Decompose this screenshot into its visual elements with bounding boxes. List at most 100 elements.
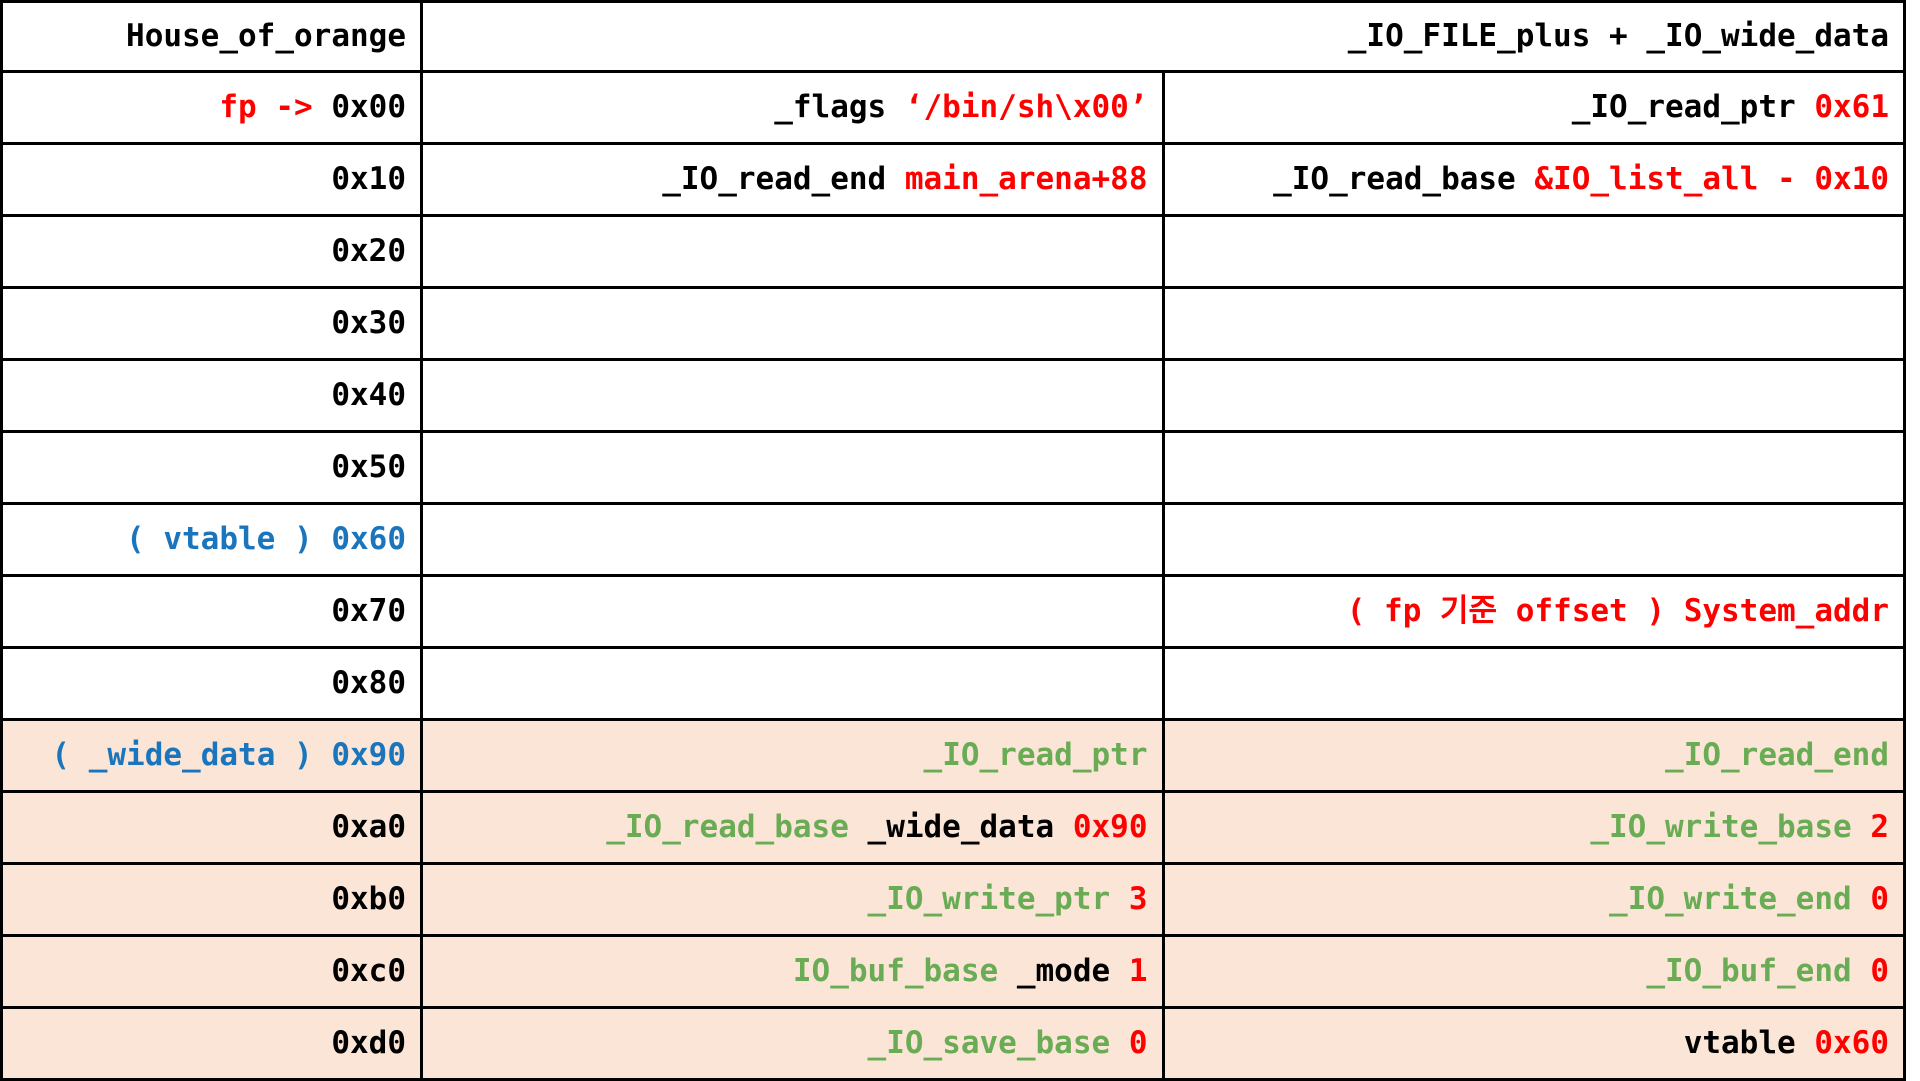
table-row: 0x80 — [0, 646, 1906, 721]
text-segment: 0x30 — [331, 305, 406, 341]
text-segment: _IO_read_ptr — [923, 737, 1148, 773]
text-segment: _IO_save_base — [867, 1025, 1129, 1061]
table-row: 0x40 — [0, 358, 1906, 433]
offset-cell: 0x80 — [0, 646, 423, 721]
text-segment: _wide_data — [867, 809, 1073, 845]
field-cell-left — [420, 574, 1165, 649]
table-row: ( _wide_data ) 0x90 _IO_read_ptr _IO_read_… — [0, 718, 1906, 793]
table-row: ( vtable ) 0x60 — [0, 502, 1906, 577]
text-segment: 0xb0 — [331, 881, 406, 917]
field-cell-right: vtable 0x60 — [1161, 1006, 1906, 1081]
text-segment: _flags — [774, 89, 905, 125]
text-segment: _IO_read_base — [606, 809, 868, 845]
field-cell-left — [420, 502, 1165, 577]
field-cell-left: _IO_save_base 0 — [420, 1006, 1165, 1081]
field-cell-right: _IO_read_ptr 0x61 — [1161, 70, 1906, 145]
field-cell-right — [1161, 286, 1906, 361]
text-segment: 0xc0 — [331, 953, 406, 989]
offset-cell: fp -> 0x00 — [0, 70, 423, 145]
table-row: 0x50 — [0, 430, 1906, 505]
text-segment: 0 — [1870, 953, 1889, 989]
field-cell-left — [420, 646, 1165, 721]
field-cell-left — [420, 430, 1165, 505]
text-segment: main_arena+88 — [904, 161, 1148, 197]
text-segment: _IO_buf_end — [1646, 953, 1871, 989]
field-cell-left: _IO_read_ptr — [420, 718, 1165, 793]
text-segment: IO_buf_base — [792, 953, 1017, 989]
text-segment: 0x90 — [1072, 809, 1148, 845]
field-cell-left: _flags ‘/bin/sh\x00’ — [420, 70, 1165, 145]
text-segment: vtable — [1683, 1025, 1815, 1061]
offset-cell: 0x30 — [0, 286, 423, 361]
text-segment: 2 — [1870, 809, 1889, 845]
field-cell-left: IO_buf_base _mode 1 — [420, 934, 1165, 1009]
table-row: 0xb0_IO_write_ptr 3_IO_write_end 0 — [0, 862, 1906, 937]
text-segment: _IO_write_base — [1590, 809, 1871, 845]
field-cell-right: _IO_write_end 0 — [1161, 862, 1906, 937]
field-cell-left — [420, 358, 1165, 433]
text-segment: 0x40 — [331, 377, 406, 413]
text-segment: 0xa0 — [331, 809, 406, 845]
field-cell-right: _IO_read_end — [1161, 718, 1906, 793]
field-cell-left — [420, 214, 1165, 289]
text-segment: 0xd0 — [331, 1025, 406, 1061]
offset-cell: 0xc0 — [0, 934, 423, 1009]
offset-cell: 0x10 — [0, 142, 423, 217]
text-segment: _IO_write_end — [1609, 881, 1871, 917]
field-cell-right — [1161, 214, 1906, 289]
text-segment: ( fp 기준 offset ) System_addr — [1346, 593, 1889, 629]
struct-title-cell: _IO_FILE_plus + _IO_wide_data — [420, 0, 1906, 73]
table-row: 0x10_IO_read_end main_arena+88_IO_read_b… — [0, 142, 1906, 217]
text-segment: 0x60 — [1814, 1025, 1889, 1061]
text-segment: 1 — [1128, 953, 1148, 989]
text-segment: ( _wide_data ) 0x90 — [51, 737, 406, 773]
text-segment: _IO_read_base — [1273, 161, 1535, 197]
field-cell-left: _IO_read_end main_arena+88 — [420, 142, 1165, 217]
text-segment: 0 — [1870, 881, 1889, 917]
offset-cell: 0x20 — [0, 214, 423, 289]
field-cell-right — [1161, 502, 1906, 577]
text-segment: 3 — [1128, 881, 1148, 917]
text-segment: ( vtable ) 0x60 — [126, 521, 406, 557]
field-cell-right — [1161, 358, 1906, 433]
text-segment: 0x50 — [331, 449, 406, 485]
text-segment: _IO_write_ptr — [867, 881, 1129, 917]
offset-cell: 0xd0 — [0, 1006, 423, 1081]
header-row: House_of_orange _IO_FILE_plus + _IO_wide… — [0, 0, 1906, 73]
text-segment: 0x00 — [331, 89, 406, 125]
text-segment: &IO_list_all - 0x10 — [1534, 161, 1889, 197]
table-row: 0x70 ( fp 기준 offset ) System_addr — [0, 574, 1906, 649]
field-cell-right — [1161, 430, 1906, 505]
field-cell-right: _IO_buf_end 0 — [1161, 934, 1906, 1009]
text-segment: 0x70 — [331, 593, 406, 629]
text-segment: 0 — [1128, 1025, 1148, 1061]
offset-cell: 0xa0 — [0, 790, 423, 865]
field-cell-right: _IO_read_base &IO_list_all - 0x10 — [1161, 142, 1906, 217]
text-segment: _IO_read_end — [1665, 737, 1889, 773]
field-cell-right: _IO_write_base 2 — [1161, 790, 1906, 865]
text-segment: 0x20 — [331, 233, 406, 269]
text-segment: 0x61 — [1814, 89, 1889, 125]
table-row: 0xa0_IO_read_base _wide_data 0x90_IO_wri… — [0, 790, 1906, 865]
table-row: 0x30 — [0, 286, 1906, 361]
text-segment: _mode — [1016, 953, 1129, 989]
offset-cell: 0x50 — [0, 430, 423, 505]
field-cell-left: _IO_read_base _wide_data 0x90 — [420, 790, 1165, 865]
offset-cell: 0xb0 — [0, 862, 423, 937]
text-segment: 0x10 — [331, 161, 406, 197]
field-cell-left — [420, 286, 1165, 361]
field-cell-right — [1161, 646, 1906, 721]
table-title-cell: House_of_orange — [0, 0, 423, 73]
offset-cell: 0x70 — [0, 574, 423, 649]
field-cell-left: _IO_write_ptr 3 — [420, 862, 1165, 937]
table-row: fp -> 0x00_flags ‘/bin/sh\x00’_IO_read_p… — [0, 70, 1906, 145]
text-segment: _IO_read_ptr — [1571, 89, 1815, 125]
text-segment: ‘/bin/sh\x00’ — [904, 89, 1148, 125]
text-segment: _IO_read_end — [662, 161, 905, 197]
text-segment: fp -> — [219, 89, 332, 125]
table-row: 0x20 — [0, 214, 1906, 289]
